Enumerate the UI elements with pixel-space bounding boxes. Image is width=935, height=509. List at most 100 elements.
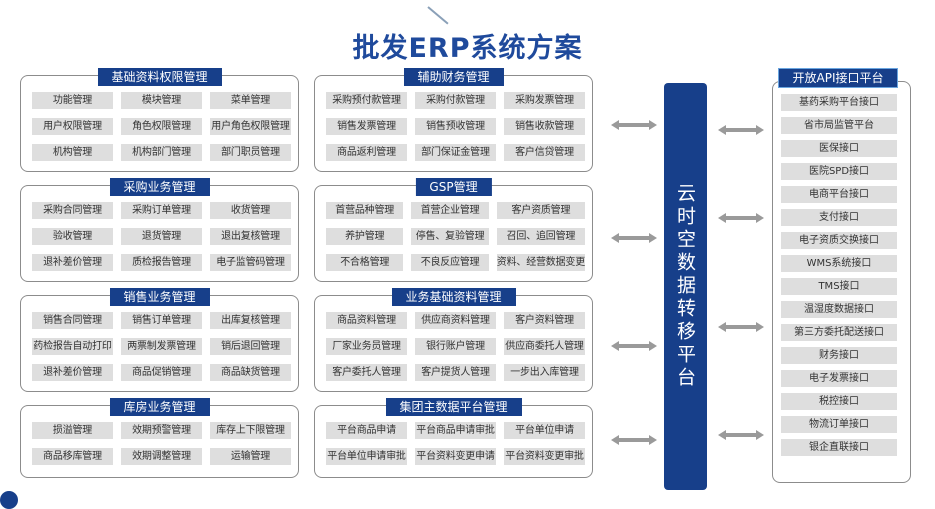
module-item[interactable]: 出库复核管理 [210,312,291,329]
module-item[interactable]: 功能管理 [32,92,113,109]
module-item[interactable]: 一步出入库管理 [504,364,585,381]
module-item[interactable]: 销售预收管理 [415,118,496,135]
double-arrow-icon [611,233,657,243]
module-item[interactable]: 退货管理 [121,228,202,245]
module-item[interactable]: 采购合同管理 [32,202,113,219]
module-item[interactable]: 客户委托人管理 [326,364,407,381]
module-item[interactable]: 商品返利管理 [326,144,407,161]
module-item[interactable]: 停售、复验管理 [411,228,489,245]
panel-sales: 销售业务管理 销售合同管理 销售订单管理 出库复核管理 药检报告自动打印 两票制… [20,288,299,392]
module-item[interactable]: 商品缺货管理 [210,364,291,381]
module-item[interactable]: 部门职员管理 [210,144,291,161]
module-item[interactable]: 不合格管理 [326,254,404,271]
module-item[interactable]: 平台单位申请 [504,422,585,439]
module-item[interactable]: 效期调整管理 [121,448,202,465]
module-item[interactable]: 银行账户管理 [415,338,496,355]
module-item[interactable]: 平台单位申请审批 [326,448,407,465]
panel-group-master-data: 集团主数据平台管理 平台商品申请 平台商品申请审批 平台单位申请 平台单位申请审… [314,398,593,478]
module-item[interactable]: 销售合同管理 [32,312,113,329]
module-item[interactable]: 平台商品申请审批 [415,422,496,439]
module-item[interactable]: 首营品种管理 [326,202,404,219]
api-item[interactable]: 温湿度数据接口 [781,301,897,318]
panel-header: GSP管理 [415,178,492,196]
api-item[interactable]: 电子发票接口 [781,370,897,387]
module-item[interactable]: 平台资料变更审批 [504,448,585,465]
module-item[interactable]: 资料、经营数据变更 [496,254,585,271]
module-item[interactable]: 客户信贷管理 [504,144,585,161]
module-item[interactable]: 两票制发票管理 [121,338,202,355]
module-item[interactable]: 不良反应管理 [411,254,489,271]
module-item[interactable]: 平台商品申请 [326,422,407,439]
module-item[interactable]: 平台资料变更申请 [415,448,496,465]
double-arrow-icon [718,125,764,135]
module-item[interactable]: 机构部门管理 [121,144,202,161]
module-item[interactable]: 菜单管理 [210,92,291,109]
module-item[interactable]: 召回、追回管理 [496,228,585,245]
module-item[interactable]: 客户提货人管理 [415,364,496,381]
module-item[interactable]: 采购付款管理 [415,92,496,109]
module-item[interactable]: 客户资料管理 [504,312,585,329]
module-item[interactable]: 商品移库管理 [32,448,113,465]
module-item[interactable]: 供应商资料管理 [415,312,496,329]
module-item[interactable]: 供应商委托人管理 [504,338,585,355]
module-item[interactable]: 用户角色权限管理 [210,118,291,135]
api-item[interactable]: 支付接口 [781,209,897,226]
api-item[interactable]: 省市局监管平台 [781,117,897,134]
module-item[interactable]: 验收管理 [32,228,113,245]
module-item[interactable]: 采购预付款管理 [326,92,407,109]
api-item[interactable]: 银企直联接口 [781,439,897,456]
module-item[interactable]: 退补差价管理 [32,364,113,381]
module-item[interactable]: 商品资料管理 [326,312,407,329]
panel-header: 销售业务管理 [109,288,210,306]
api-item[interactable]: 财务接口 [781,347,897,364]
module-item[interactable]: 库存上下限管理 [210,422,291,439]
module-item[interactable]: 收货管理 [210,202,291,219]
module-item[interactable]: 商品促销管理 [121,364,202,381]
panel-header: 辅助财务管理 [403,68,504,86]
api-item[interactable]: 基药采购平台接口 [781,94,897,111]
double-arrow-icon [718,430,764,440]
panel-header: 采购业务管理 [109,178,210,196]
module-item[interactable]: 客户资质管理 [496,202,585,219]
api-item[interactable]: 电商平台接口 [781,186,897,203]
double-arrow-icon [611,341,657,351]
module-item[interactable]: 采购发票管理 [504,92,585,109]
module-item[interactable]: 运输管理 [210,448,291,465]
api-item[interactable]: 医保接口 [781,140,897,157]
module-item[interactable]: 模块管理 [121,92,202,109]
module-item[interactable]: 退出复核管理 [210,228,291,245]
module-item[interactable]: 部门保证金管理 [415,144,496,161]
api-item[interactable]: 第三方委托配送接口 [781,324,897,341]
api-item[interactable]: WMS系统接口 [781,255,897,272]
module-item[interactable]: 养护管理 [326,228,404,245]
module-item[interactable]: 采购订单管理 [121,202,202,219]
api-item[interactable]: 税控接口 [781,393,897,410]
api-item[interactable]: TMS接口 [781,278,897,295]
cloud-data-transfer-platform: 云时空数据转移平台 [664,83,707,490]
module-item[interactable]: 电子监管码管理 [210,254,291,271]
module-item[interactable]: 销售发票管理 [326,118,407,135]
module-item[interactable]: 损溢管理 [32,422,113,439]
module-item[interactable]: 首营企业管理 [411,202,489,219]
double-arrow-icon [718,213,764,223]
panel-gsp: GSP管理 首营品种管理 首营企业管理 客户资质管理 养护管理 停售、复验管理 … [314,178,593,282]
module-item[interactable]: 销后退回管理 [210,338,291,355]
module-item[interactable]: 角色权限管理 [121,118,202,135]
panel-header: 基础资料权限管理 [97,68,222,86]
panel-header: 集团主数据平台管理 [385,398,522,416]
module-item[interactable]: 销售收款管理 [504,118,585,135]
api-list: 基药采购平台接口 省市局监管平台 医保接口 医院SPD接口 电商平台接口 支付接… [781,94,897,456]
module-item[interactable]: 机构管理 [32,144,113,161]
module-item[interactable]: 效期预警管理 [121,422,202,439]
api-platform-header: 开放API接口平台 [778,68,898,88]
module-item[interactable]: 质检报告管理 [121,254,202,271]
api-item[interactable]: 电子资质交换接口 [781,232,897,249]
cloud-platform-label: 云时空数据转移平台 [674,183,696,390]
module-item[interactable]: 用户权限管理 [32,118,113,135]
api-item[interactable]: 物流订单接口 [781,416,897,433]
module-item[interactable]: 退补差价管理 [32,254,113,271]
api-item[interactable]: 医院SPD接口 [781,163,897,180]
module-item[interactable]: 销售订单管理 [121,312,202,329]
module-item[interactable]: 厂家业务员管理 [326,338,407,355]
module-item[interactable]: 药检报告自动打印 [32,338,113,355]
